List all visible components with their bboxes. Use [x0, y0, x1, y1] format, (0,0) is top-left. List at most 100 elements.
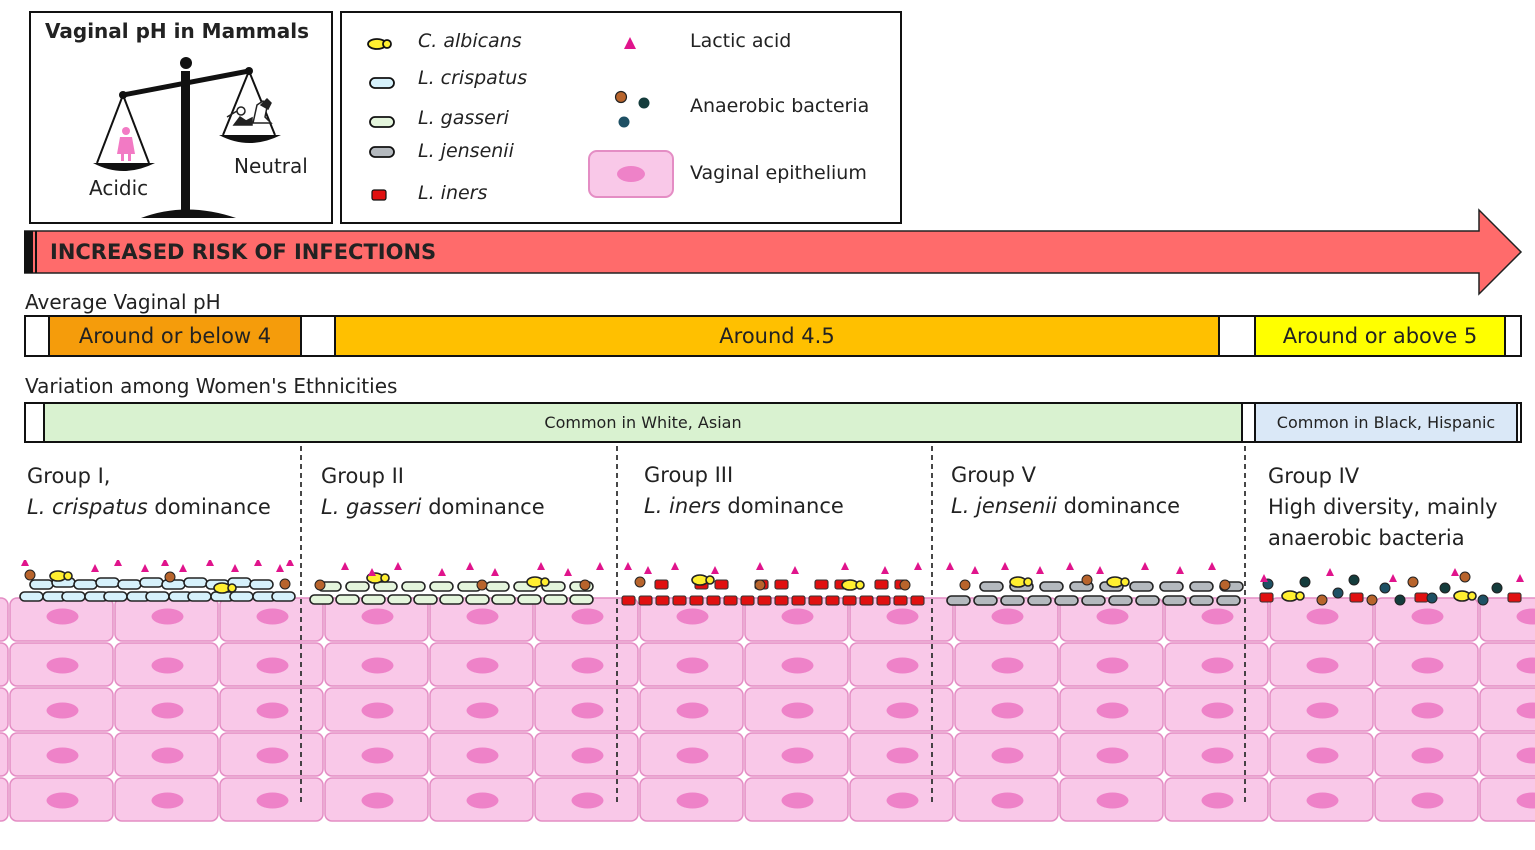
- lactic-acid-mark: [1389, 574, 1397, 582]
- cell-nucleus: [676, 702, 709, 719]
- cell-nucleus: [361, 608, 394, 625]
- ph-segment-high: Around or above 5: [1254, 317, 1506, 355]
- cell-nucleus: [1096, 608, 1129, 625]
- lactic-acid-mark: [1066, 562, 1074, 570]
- cell-nucleus: [46, 702, 79, 719]
- group-iv-name: Group IV: [1268, 464, 1360, 488]
- lactic-acid-mark: [276, 564, 284, 572]
- lactic-acid-mark: [91, 564, 99, 572]
- l-iners-cell: [638, 595, 653, 606]
- cell-nucleus: [361, 702, 394, 719]
- l-iners-cell: [808, 595, 823, 606]
- cell-nucleus: [1411, 792, 1444, 809]
- woman-figure-icon: [117, 127, 135, 161]
- cell-nucleus: [1516, 608, 1535, 625]
- cell-nucleus: [1516, 657, 1535, 674]
- cell-nucleus: [1516, 792, 1535, 809]
- l-iners-cell: [723, 595, 738, 606]
- cell-nucleus: [1201, 657, 1234, 674]
- cell-nucleus: [1306, 747, 1339, 764]
- lactic-acid-mark: [1036, 566, 1044, 574]
- legend-label-anaerobic-bacteria: Anaerobic bacteria: [690, 95, 870, 117]
- l-jensenii-cell: [1129, 581, 1154, 592]
- cell-nucleus: [1516, 747, 1535, 764]
- l-gasseri-cell: [517, 594, 542, 605]
- cell-nucleus: [886, 747, 919, 764]
- anaerobe-cell: [1348, 574, 1360, 586]
- anaerobe-cell: [1219, 579, 1231, 591]
- anaerobe-cell: [579, 579, 591, 591]
- lactic-acid-mark: [946, 562, 954, 570]
- anaerobe-cell: [1081, 574, 1093, 586]
- l-jensenii-cell: [1054, 595, 1079, 606]
- c-albicans-bud: [1023, 577, 1033, 587]
- l-gasseri-cell: [491, 594, 516, 605]
- c-albicans-bud: [855, 580, 865, 590]
- group-iii-suffix: dominance: [720, 494, 844, 518]
- l-jensenii-cell: [1189, 581, 1214, 592]
- lactic-acid-mark: [368, 568, 376, 576]
- cell-nucleus: [991, 792, 1024, 809]
- ph-segment-mid: Around 4.5: [334, 317, 1220, 355]
- cell-nucleus: [466, 747, 499, 764]
- cell-nucleus: [571, 702, 604, 719]
- epithelial-cell: [0, 687, 9, 732]
- epithelial-cell: [1479, 642, 1535, 687]
- l-gasseri-cell: [465, 594, 490, 605]
- l-gasseri-cell: [413, 594, 438, 605]
- l-iners-cell: [825, 595, 840, 606]
- lactic-acid-mark: [179, 564, 187, 572]
- cell-nucleus: [1096, 792, 1129, 809]
- cell-nucleus: [1096, 747, 1129, 764]
- group-v-name: Group V: [951, 463, 1036, 487]
- ethnicity-segment-white-asian: Common in White, Asian: [43, 404, 1243, 441]
- l-jensenii-cell: [1159, 581, 1184, 592]
- lactic-acid-mark: [141, 564, 149, 572]
- cell-nucleus: [1306, 608, 1339, 625]
- l-iners-cell: [842, 595, 857, 606]
- lactic-acid-mark: [161, 560, 169, 566]
- anaerobe-cell: [314, 579, 326, 591]
- c-albicans-bud: [227, 583, 237, 593]
- epithelial-cell: [0, 777, 9, 822]
- group-iii-name: Group III: [644, 463, 734, 487]
- cell-nucleus: [1201, 792, 1234, 809]
- group-iv-line2: High diversity, mainly: [1268, 495, 1498, 519]
- cell-nucleus: [466, 657, 499, 674]
- group-iv-label: Group IV High diversity, mainly anaerobi…: [1268, 461, 1498, 554]
- l-iners-cell: [814, 579, 829, 590]
- l-iners-cell: [859, 595, 874, 606]
- anaerobe-cell: [634, 576, 646, 588]
- cell-nucleus: [46, 792, 79, 809]
- l-crispatus-cell: [271, 591, 296, 602]
- l-iners-cell: [672, 595, 687, 606]
- cell-nucleus: [151, 657, 184, 674]
- lactic-acid-mark: [286, 560, 294, 566]
- c-albicans-bud: [380, 573, 390, 583]
- l-jensenii-cell: [979, 581, 1004, 592]
- lactic-acid-mark: [564, 568, 572, 576]
- l-gasseri-icon: [369, 116, 395, 128]
- cell-nucleus: [256, 792, 289, 809]
- cell-nucleus: [1411, 702, 1444, 719]
- c-albicans-icon: [367, 38, 392, 50]
- lactic-acid-mark: [254, 560, 262, 566]
- cell-nucleus: [466, 702, 499, 719]
- cell-nucleus: [1201, 702, 1234, 719]
- anaerobe-cell: [754, 579, 766, 591]
- cell-nucleus: [1306, 792, 1339, 809]
- group-i-label: Group I, L. crispatus dominance: [27, 461, 271, 523]
- lactic-acid-mark: [491, 568, 499, 576]
- cell-nucleus: [886, 608, 919, 625]
- lactic-acid-mark: [624, 562, 632, 570]
- l-gasseri-cell: [309, 594, 334, 605]
- risk-arrow-label: INCREASED RISK OF INFECTIONS: [50, 240, 437, 264]
- anaerobe-cell: [1366, 594, 1378, 606]
- cell-nucleus: [1096, 702, 1129, 719]
- ethnicity-segment-black-hispanic: Common in Black, Hispanic: [1254, 404, 1518, 441]
- legend-label-lactic-acid: Lactic acid: [690, 30, 792, 52]
- l-gasseri-cell: [543, 594, 568, 605]
- lactic-acid-mark: [1451, 568, 1459, 576]
- lactic-acid-mark: [711, 566, 719, 574]
- lactic-acid-mark: [1001, 562, 1009, 570]
